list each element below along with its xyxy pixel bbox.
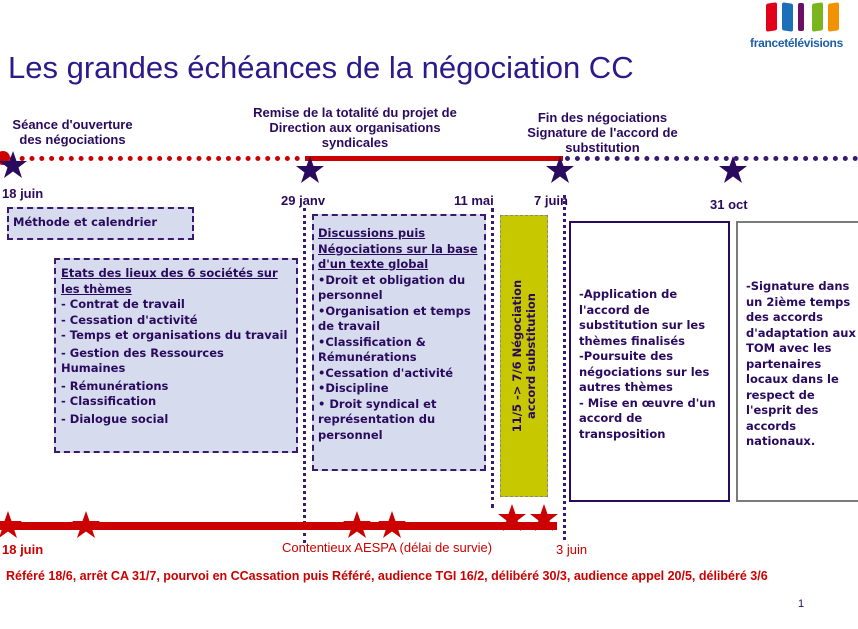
box-etats-des-lieux: Etats des lieux des 6 sociétés sur les t… — [54, 258, 298, 453]
etats-item: - Classification — [61, 394, 157, 408]
discussions-item: •Discipline — [318, 381, 389, 395]
etats-item: - Gestion des Ressources Humaines — [61, 345, 224, 376]
star-icon — [0, 511, 22, 538]
box-signature-tom: -Signature dans un 2ième temps des accor… — [736, 221, 858, 502]
page-number: 1 — [798, 598, 805, 610]
box-methode: Méthode et calendrier — [7, 207, 194, 240]
star-icon — [343, 511, 371, 538]
application-item: - Mise en œuvre d'un accord de transposi… — [579, 395, 716, 441]
application-item: -Application de l'accord de substitution… — [579, 287, 706, 348]
star-icon — [378, 511, 406, 538]
etats-heading: Etats des lieux des 6 sociétés sur les t… — [61, 266, 278, 296]
star-icon — [719, 156, 747, 183]
divider-29-janv — [303, 208, 306, 543]
date-18-juin: 18 juin — [2, 186, 44, 201]
etats-item: - Contrat de travail — [61, 297, 185, 311]
aespa-end-date: 3 juin — [556, 542, 588, 557]
event-label-opening: Séance d'ouverture des négociations — [12, 117, 133, 147]
aespa-label: Contentieux AESPA (délai de survie) — [282, 540, 493, 555]
star-icon — [296, 156, 324, 183]
yellow-line-1: 11/5 -> 7/6 Négociation — [510, 279, 524, 433]
signature-text: -Signature dans un 2ième temps des accor… — [746, 279, 856, 448]
etats-item: - Temps et organisations du travail — [61, 328, 288, 342]
timeline-dotted-purple — [565, 156, 858, 161]
discussions-item: • Droit syndical et représentation du pe… — [318, 396, 437, 442]
timeline-solid-red — [305, 156, 563, 161]
box-negociation-substitution: 11/5 -> 7/6 Négociation accord substitut… — [500, 215, 548, 497]
star-icon — [498, 504, 526, 531]
yellow-line-2: accord substitution — [524, 293, 538, 419]
timeline-dotted-red — [0, 156, 300, 161]
etats-item: - Rémunérations — [61, 378, 169, 393]
logo-text: francetélévisions — [750, 36, 843, 50]
date-31-oct: 31 oct — [710, 197, 748, 212]
box-application: -Application de l'accord de substitution… — [569, 221, 730, 502]
discussions-heading: Discussions puis Négociations sur la bas… — [318, 226, 478, 271]
etats-item: - Cessation d'activité — [61, 312, 198, 327]
box-methode-text: Méthode et calendrier — [13, 215, 157, 229]
discussions-item: •Droit et obligation du personnel — [318, 272, 466, 303]
aespa-note: Référé 18/6, arrêt CA 31/7, pourvoi en C… — [6, 569, 768, 583]
discussions-item: •Classification & Rémunérations — [318, 334, 426, 365]
event-label-fin: Fin des négociations Signature de l'acco… — [527, 110, 678, 155]
discussions-item: •Organisation et temps de travail — [318, 303, 471, 334]
france-televisions-logo: francetélévisions — [748, 0, 858, 50]
star-icon — [530, 504, 558, 531]
star-icon — [0, 151, 27, 178]
date-11-mai: 11 mai — [454, 193, 494, 208]
application-item: -Poursuite des négociations sur les autr… — [579, 349, 710, 394]
divider-7-juin — [563, 195, 566, 540]
event-label-remise: Remise de la totalité du projet de Direc… — [253, 105, 457, 150]
timeline-start-dot — [0, 151, 10, 165]
discussions-item: •Cessation d'activité — [318, 365, 454, 380]
etats-item: - Dialogue social — [61, 411, 169, 426]
yellow-box-text: 11/5 -> 7/6 Négociation accord substitut… — [510, 280, 538, 432]
date-7-juin: 7 juin — [534, 193, 568, 208]
divider-11-mai — [491, 208, 494, 508]
aespa-start-date: 18 juin — [2, 542, 44, 557]
aespa-timeline — [0, 522, 557, 530]
box-discussions: Discussions puis Négociations sur la bas… — [312, 214, 486, 471]
date-29-janv: 29 janv — [281, 193, 326, 208]
star-icon — [72, 511, 100, 538]
star-icon — [546, 156, 574, 183]
page-title: Les grandes échéances de la négociation … — [8, 50, 634, 85]
